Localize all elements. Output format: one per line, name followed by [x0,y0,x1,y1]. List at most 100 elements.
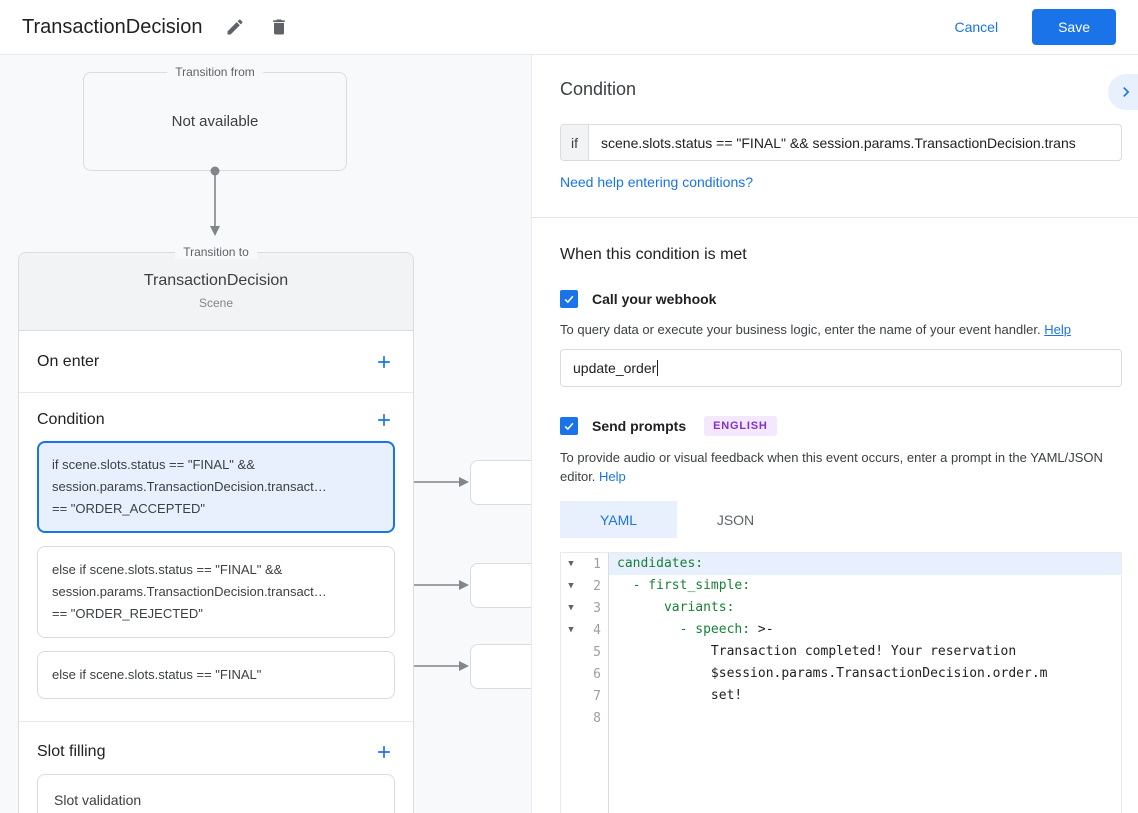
transition-from-legend: Transition from [167,65,263,79]
condition-item-line: session.params.TransactionDecision.trans… [52,479,327,494]
line-number: 4 [593,622,601,638]
yaml-text-token: Transaction completed! Your reservation [617,644,1017,659]
slot-filling-label: Slot filling [37,743,106,760]
webhook-handler-input[interactable]: update_order [560,349,1122,387]
add-slot-button[interactable] [373,741,395,763]
condition-item[interactable]: if scene.slots.status == "FINAL" && sessi… [37,441,395,533]
slot-validation-card[interactable]: Slot validation [37,774,395,813]
on-enter-label: On enter [37,352,100,370]
code-line[interactable]: candidates: [609,553,1121,575]
fold-arrow-icon[interactable]: ▼ [568,559,574,569]
tab-json[interactable]: JSON [716,511,755,528]
line-number: 5 [593,644,601,660]
yaml-text-token: set! [617,688,743,703]
page-title: TransactionDecision [22,15,203,38]
condition-section: Condition if scene.slots.status == "FINA… [19,393,413,722]
line-number: 6 [593,666,601,682]
transition-target-box[interactable] [470,563,531,608]
condition-expression-input[interactable]: if scene.slots.status == "FINAL" && sess… [560,124,1122,161]
scene-header: TransactionDecision Scene [19,253,413,331]
edit-title-button[interactable] [224,16,246,38]
checkmark-icon [562,419,576,433]
checkmark-icon [562,292,576,306]
editor-code-area[interactable]: candidates: - first_simple: variants: - … [609,553,1121,813]
send-prompts-checkbox[interactable] [560,417,578,435]
prompts-help-link[interactable]: Help [599,469,626,484]
section-divider [532,217,1138,218]
line-number: 8 [593,710,601,726]
send-prompts-label: Send prompts [592,418,687,434]
yaml-key-token: variants: [617,600,735,615]
tab-yaml[interactable]: YAML [560,501,677,538]
save-button[interactable]: Save [1032,9,1116,45]
yaml-code-editor[interactable]: ▼ 1 ▼ 2 ▼ 3 ▼ 4 5 6 7 8 candidates: - first_simple:… [560,552,1122,813]
language-badge: ENGLISH [704,416,777,436]
plus-icon [374,410,394,430]
add-on-enter-button[interactable] [373,351,395,373]
pencil-icon [225,17,245,37]
condition-item[interactable]: else if scene.slots.status == "FINAL" [37,651,395,699]
fold-arrow-icon[interactable]: ▼ [568,603,574,613]
line-number: 2 [593,578,601,594]
plus-icon [374,352,394,372]
if-prefix-label: if [561,125,589,160]
scene-diagram: Transition from Not available Transition… [0,55,531,813]
code-line[interactable]: variants: [609,597,1121,619]
text-cursor [657,360,659,376]
condition-section-label: Condition [37,411,105,428]
on-enter-row: On enter [19,331,413,393]
yaml-text-token: >- [750,622,774,637]
fold-arrow-icon[interactable]: ▼ [568,581,574,591]
line-number: 1 [593,556,601,572]
condition-expression-value: scene.slots.status == "FINAL" && session… [601,134,1076,151]
transition-target-box[interactable] [470,644,531,689]
editor-gutter: ▼ 1 ▼ 2 ▼ 3 ▼ 4 5 6 7 8 [561,553,609,813]
code-line[interactable]: set! [609,685,1121,707]
yaml-text-token: $session.params.TransactionDecision.orde… [617,666,1048,681]
webhook-help-link[interactable]: Help [1044,322,1071,337]
condition-item-line: if scene.slots.status == "FINAL" && [52,457,255,472]
condition-item-line: == "ORDER_REJECTED" [52,606,203,621]
condition-item-line: session.params.TransactionDecision.trans… [52,584,327,599]
condition-help-link[interactable]: Need help entering conditions? [560,174,754,190]
condition-item-line: else if scene.slots.status == "FINAL" [52,667,262,682]
webhook-label: Call your webhook [592,291,717,307]
transition-to-box: Transition to TransactionDecision Scene … [18,245,414,813]
transition-from-box: Transition from Not available [83,65,347,171]
yaml-key-token: candidates: [617,556,704,571]
line-number: 7 [593,688,601,704]
condition-item-line: == "ORDER_ACCEPTED" [52,501,205,516]
webhook-description: To query data or execute your business l… [560,320,1122,339]
delete-scene-button[interactable] [268,16,290,38]
panel-title: Condition [560,79,637,99]
plus-icon [374,742,394,762]
condition-panel: Condition if scene.slots.status == "FINA… [531,55,1138,813]
code-line[interactable]: Transaction completed! Your reservation [609,641,1121,663]
transition-to-legend: Transition to [175,245,257,259]
webhook-handler-value: update_order [573,360,657,376]
expand-panel-button[interactable] [1108,74,1138,110]
condition-list: if scene.slots.status == "FINAL" && sessi… [19,441,413,699]
cancel-button[interactable]: Cancel [954,19,999,35]
condition-met-title: When this condition is met [560,246,747,263]
condition-item[interactable]: else if scene.slots.status == "FINAL" &&… [37,546,395,638]
condition-item-line: else if scene.slots.status == "FINAL" && [52,562,283,577]
chevron-right-icon [1110,82,1136,102]
prompts-description-text: To provide audio or visual feedback when… [560,450,1103,484]
code-line[interactable]: - first_simple: [609,575,1121,597]
trash-icon [269,17,289,37]
slot-filling-row: Slot filling [19,722,413,768]
fold-arrow-icon[interactable]: ▼ [568,625,574,635]
transition-target-box[interactable] [470,460,531,505]
prompts-description: To provide audio or visual feedback when… [560,448,1115,486]
scene-name: TransactionDecision [143,272,289,289]
webhook-checkbox[interactable] [560,290,578,308]
transition-from-content: Not available [171,113,259,130]
scene-type-label: Scene [198,296,234,310]
line-number: 3 [593,600,601,616]
code-line[interactable]: $session.params.TransactionDecision.orde… [609,663,1121,685]
code-line[interactable] [609,707,1121,729]
editor-format-tabs: YAML JSON [560,501,1122,538]
add-condition-button[interactable] [373,409,395,431]
code-line[interactable]: - speech: >- [609,619,1121,641]
